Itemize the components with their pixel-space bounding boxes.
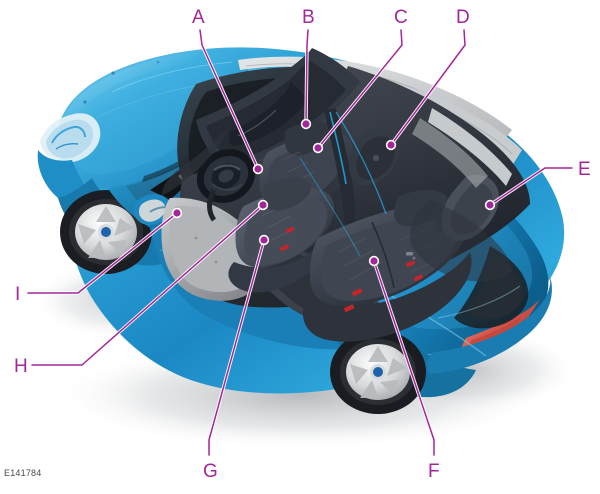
callout-leader-b bbox=[300, 28, 312, 130]
callout-leader-d bbox=[385, 28, 467, 151]
callout-label-c: C bbox=[394, 7, 408, 28]
callout-leader-a bbox=[198, 28, 264, 175]
callout-dot-c bbox=[314, 144, 322, 152]
callout-dot-h bbox=[259, 201, 267, 209]
callout-dot-a bbox=[254, 165, 262, 173]
callout-label-f: F bbox=[428, 461, 440, 482]
figure-code: E141784 bbox=[4, 468, 42, 478]
callout-leader-group bbox=[26, 28, 574, 457]
callout-dot-d bbox=[387, 141, 395, 149]
callout-leader-g bbox=[207, 234, 270, 457]
callout-leader-h bbox=[30, 199, 269, 367]
callout-label-d: D bbox=[456, 7, 470, 28]
callout-dot-b bbox=[302, 120, 310, 128]
callout-label-g: G bbox=[203, 461, 218, 482]
callout-leader-f bbox=[368, 255, 436, 457]
callout-dot-g bbox=[260, 236, 268, 244]
callout-dot-e bbox=[486, 201, 494, 209]
callout-label-e: E bbox=[578, 159, 591, 180]
callout-label-i: I bbox=[15, 284, 21, 305]
callout-leader-c bbox=[312, 28, 404, 154]
callout-label-a: A bbox=[192, 7, 205, 28]
callout-dot-i bbox=[173, 209, 181, 217]
callout-leader-i bbox=[26, 207, 183, 295]
callout-dot-f bbox=[370, 257, 378, 265]
callout-label-h: H bbox=[14, 356, 28, 377]
callout-label-b: B bbox=[302, 7, 315, 28]
rear-wheel bbox=[330, 330, 426, 414]
callout-leader-e bbox=[484, 166, 574, 211]
